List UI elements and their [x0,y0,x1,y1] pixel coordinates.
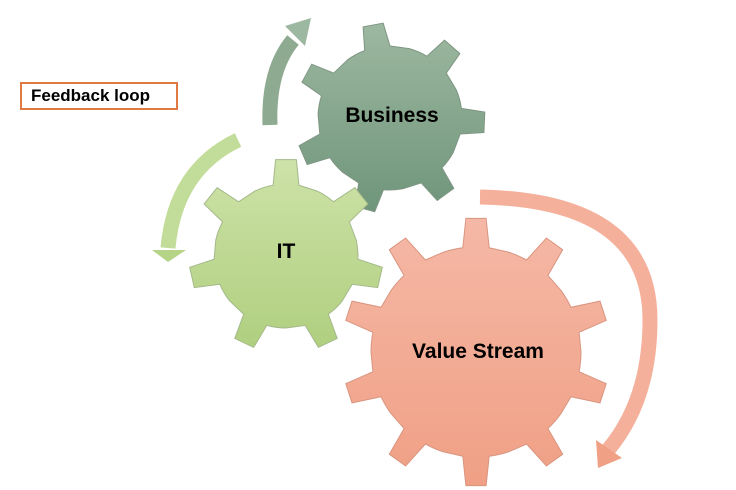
business-arrow [262,18,311,126]
value-stream-gear [345,217,607,487]
it-gear [189,159,383,349]
it-arrow [152,133,242,262]
business-label: Business [345,104,439,127]
value-stream-label: Value Stream [412,340,544,363]
business-gear [298,22,486,213]
feedback-loop-label: Feedback loop [20,82,178,110]
value-stream-arrow [479,189,658,468]
it-label: IT [276,240,296,263]
